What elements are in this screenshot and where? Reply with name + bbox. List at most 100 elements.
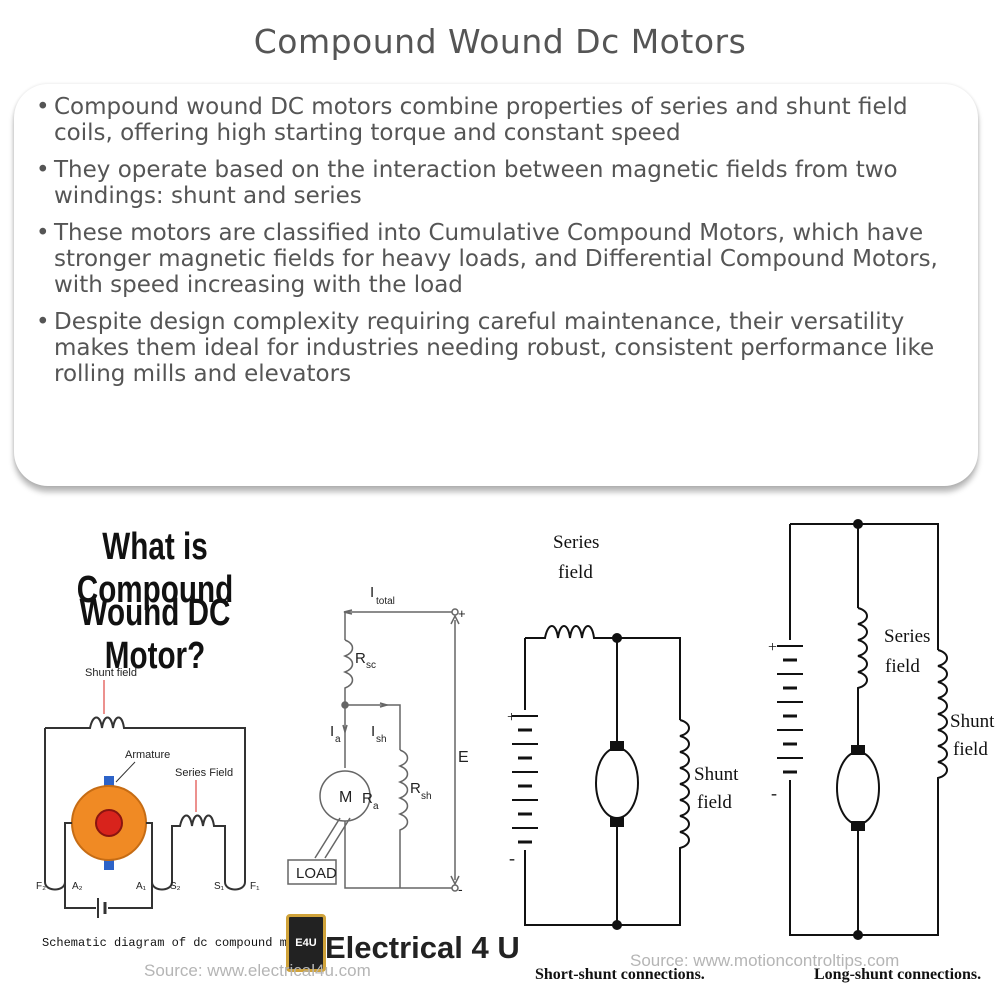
- bottom-wire: [789, 780, 939, 936]
- bullet-text: They operate based on the interaction be…: [54, 157, 898, 209]
- bullet-text: Compound wound DC motors combine propert…: [54, 94, 908, 146]
- illustration-area: What is Compound Wound DC Motor? Shunt f…: [0, 500, 1000, 1000]
- armature-symbol: [595, 747, 639, 819]
- i-total-label: I: [370, 584, 374, 601]
- ss-series-field-label-1: Series: [553, 532, 599, 553]
- bullet-item: •They operate based on the interaction b…: [36, 157, 946, 209]
- armature-brush-top: [851, 745, 865, 755]
- bullet-item: •These motors are classified into Cumula…: [36, 220, 946, 298]
- series-resistor-coil: [342, 639, 354, 705]
- long-shunt-caption: Long-shunt connections.: [814, 966, 982, 983]
- shunt-branch-wire: [345, 704, 401, 750]
- minus-terminal-label: -: [458, 881, 463, 897]
- r-sh-label: R: [410, 780, 421, 797]
- summary-card: •Compound wound DC motors combine proper…: [14, 84, 978, 486]
- bullet-text: These motors are classified into Cumulat…: [54, 220, 938, 298]
- series-field-coil: [525, 625, 681, 720]
- terminal-s1: S₁: [214, 881, 225, 892]
- armature-leads: [64, 822, 153, 882]
- shunt-field-coil: [45, 716, 246, 882]
- terminal-minus: [451, 884, 459, 892]
- r-sc-label: R: [355, 650, 366, 667]
- middle-circuit: [287, 608, 460, 892]
- schematic-caption: Schematic diagram of dc compound motor: [42, 936, 316, 950]
- ls-series-field-label-2: field: [885, 656, 920, 677]
- r-sh-subscript: sh: [421, 791, 432, 802]
- bottom-wire: [524, 850, 681, 926]
- bullet-item: •Compound wound DC motors combine proper…: [36, 94, 946, 146]
- illustration-heading-line1: What is Compound: [76, 526, 234, 611]
- circuit-diagrams: Shunt field Armature Series Field F₂ A₂ …: [36, 519, 995, 940]
- supply-bottom-wire: [344, 821, 452, 889]
- shunt-resistor-coil: [397, 749, 409, 888]
- bullet-list: •Compound wound DC motors combine proper…: [36, 94, 946, 398]
- armature-arrow: [115, 761, 136, 783]
- terminal-a1: A₁: [136, 881, 147, 892]
- bullet-item: •Despite design complexity requiring car…: [36, 309, 946, 387]
- ls-shunt-field-label-1: Shunt: [950, 711, 995, 732]
- junction-node: [853, 519, 863, 529]
- long-shunt-diagram: [777, 519, 948, 940]
- voltage-arrow: [450, 614, 460, 886]
- i-total-subscript: total: [376, 596, 395, 607]
- page-title: Compound Wound Dc Motors: [253, 22, 747, 61]
- junction-node: [612, 633, 622, 643]
- i-sh-subscript: sh: [376, 734, 387, 745]
- bullet-marker: •: [36, 220, 50, 246]
- armature-brush-bottom: [851, 821, 865, 831]
- motor-label: M: [339, 789, 352, 806]
- ss-minus-label: -: [509, 848, 515, 868]
- supply-top-wire: [344, 611, 452, 640]
- shunt-field-coil: [937, 649, 948, 800]
- ss-shunt-field-label-1: Shunt: [694, 764, 739, 785]
- ss-shunt-field-label-2: field: [697, 792, 732, 813]
- short-shunt-caption: Short-shunt connections.: [535, 966, 705, 983]
- load-link: [314, 817, 351, 859]
- armature-label: Armature: [125, 749, 170, 761]
- ls-shunt-field-label-2: field: [953, 739, 988, 760]
- terminal-s2: S₂: [170, 881, 181, 892]
- brand-name: Electrical 4 U: [325, 930, 520, 965]
- terminal-f2: F₂: [36, 881, 46, 892]
- armature-brush-top: [104, 776, 114, 792]
- series-field-coil: [171, 814, 226, 882]
- bullet-marker: •: [36, 157, 50, 183]
- armature-core: [95, 809, 123, 837]
- bullet-marker: •: [36, 94, 50, 120]
- source-left: Source: www.electrical4u.com: [144, 961, 371, 980]
- ls-plus-label: +: [768, 639, 777, 656]
- ss-plus-label: +: [507, 709, 516, 726]
- terminal-plus: [451, 608, 459, 616]
- armature-brush-top: [610, 741, 624, 751]
- ss-series-field-label-2: field: [558, 562, 593, 583]
- r-a-label: R: [362, 790, 373, 807]
- armature-brush-bottom: [610, 817, 624, 827]
- junction-node: [853, 930, 863, 940]
- bullet-text: Despite design complexity requiring care…: [54, 309, 935, 387]
- terminal-f1: F₁: [250, 881, 260, 892]
- junction-node: [612, 920, 622, 930]
- plus-terminal-label: +: [458, 606, 466, 621]
- supply-wires: [64, 882, 153, 909]
- shunt-field-coil: [679, 719, 690, 870]
- bullet-marker: •: [36, 309, 50, 335]
- armature-symbol: [836, 751, 880, 825]
- r-sc-subscript: sc: [366, 660, 376, 671]
- current-arrow-top: [343, 609, 353, 615]
- top-wire: [790, 523, 939, 650]
- illustration-heading-line2: Wound DC Motor?: [79, 592, 231, 677]
- electrical4u-logo: E4U: [286, 914, 326, 972]
- r-a-subscript: a: [373, 801, 379, 812]
- e-label: E: [458, 749, 469, 766]
- short-shunt-diagram: [512, 625, 690, 930]
- left-schematic: Shunt field Armature Series Field F₂ A₂ …: [36, 667, 260, 918]
- series-field-label: Series Field: [175, 767, 233, 779]
- series-field-coil: [857, 607, 868, 748]
- shunt-current-arrow: [379, 702, 390, 708]
- ls-series-field-label-1: Series: [884, 626, 930, 647]
- source-right: Source: www.motioncontroltips.com: [630, 951, 900, 970]
- ls-minus-label: -: [771, 783, 777, 803]
- i-a-subscript: a: [335, 734, 341, 745]
- armature-brush-bottom: [104, 854, 114, 870]
- i-sh-label: I: [371, 723, 375, 740]
